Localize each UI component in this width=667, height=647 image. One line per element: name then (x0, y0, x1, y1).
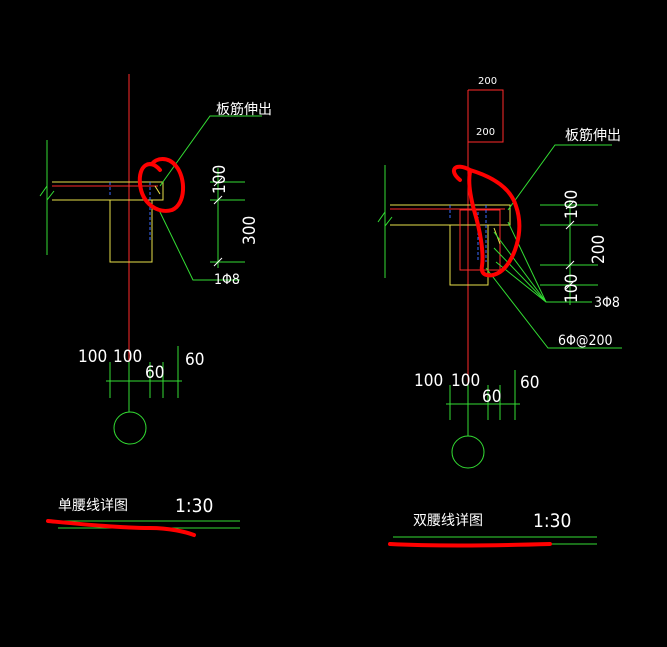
left-rebar-hook (154, 185, 161, 195)
right-bottom-dim-b: 100 (451, 371, 480, 391)
right-leader-top (507, 144, 612, 211)
right-break-mark (377, 210, 393, 228)
left-bottom-dim-b: 100 (113, 347, 142, 367)
right-dim-tick-1 (565, 200, 575, 210)
right-leader-rebar-4 (507, 221, 547, 303)
left-rebar-label: 1Φ8 (214, 272, 240, 288)
hand-markup (46, 157, 552, 548)
left-axis-bubble (113, 411, 147, 445)
left-dim-tick-3 (213, 257, 223, 267)
left-markup-circle (137, 157, 185, 213)
right-dim-top: 100 (562, 190, 582, 219)
left-leader-rebar (157, 207, 240, 281)
left-dim-height: 300 (240, 216, 260, 245)
left-title: 单腰线详图 (58, 498, 128, 514)
left-callout-top: 板筋伸出 (216, 101, 272, 118)
left-slab-outline (52, 181, 164, 201)
right-beam-outline (449, 225, 489, 286)
left-dim-top: 100 (210, 165, 230, 194)
left-dim-tick-2 (213, 195, 223, 205)
right-leader-stirrup (485, 267, 622, 349)
right-box-bottom: 200 (476, 127, 495, 138)
left-break-mark (39, 184, 55, 202)
right-axis-bubble (451, 435, 485, 469)
right-leader-rebar-1 (493, 231, 547, 303)
left-dim-tick-1 (213, 177, 223, 187)
left-leader-top (159, 115, 262, 187)
right-scale: 1:30 (533, 510, 571, 532)
right-title-underline-markup (388, 542, 552, 548)
right-rebar-main: 3Φ8 (594, 295, 620, 311)
left-bottom-dim-a: 100 (78, 347, 107, 367)
right-title: 双腰线详图 (413, 513, 483, 529)
right-markup-loop (451, 164, 522, 278)
right-top-box (468, 89, 504, 143)
right-callout-top: 板筋伸出 (565, 127, 621, 144)
right-bottom-dim-d: 60 (520, 373, 539, 393)
left-bottom-dim-c: 60 (145, 363, 164, 383)
left-title-underline-markup (46, 519, 196, 537)
right-bottom-dim-a: 100 (414, 371, 443, 391)
left-bottom-dim-d: 60 (185, 350, 204, 370)
right-detail: 200 200 板筋伸出 100 200 100 3Φ8 6Φ@200 100 … (377, 76, 622, 545)
right-box-top: 200 (478, 76, 497, 87)
right-dim-low: 100 (562, 274, 582, 303)
right-dim-tick-4 (565, 280, 575, 290)
right-dim-mid: 200 (589, 235, 609, 264)
left-detail: 板筋伸出 100 300 1Φ8 100 100 60 60 单腰线详图 1:3… (39, 74, 272, 529)
right-dim-tick-2 (565, 220, 575, 230)
left-scale: 1:30 (175, 495, 213, 517)
right-leader-rebar-2 (493, 247, 547, 303)
right-rebar-stirrup: 6Φ@200 (558, 333, 613, 349)
left-beam-outline (109, 200, 153, 263)
right-bottom-dim-c: 60 (482, 387, 501, 407)
right-dim-tick-3 (565, 260, 575, 270)
